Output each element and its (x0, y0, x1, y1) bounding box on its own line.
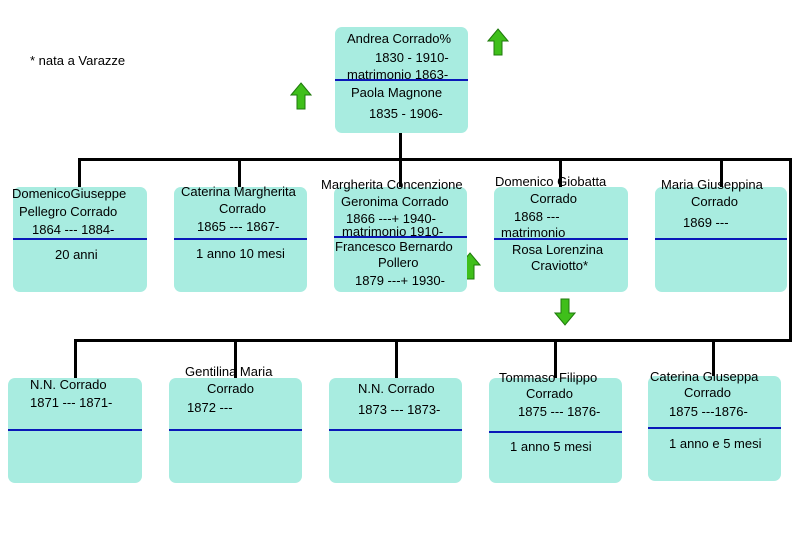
connector-drop-9 (554, 339, 557, 379)
person-dates: 1872 --- (187, 400, 233, 415)
person-box-9[interactable] (489, 378, 622, 483)
person-note: 1 anno 10 mesi (196, 246, 285, 261)
person-name-line1: Domenico Giobatta (495, 174, 607, 189)
person-name-line2: Corrado (207, 381, 254, 396)
root-name: Andrea Corrado% (347, 31, 452, 46)
up-arrow-icon[interactable] (487, 28, 509, 56)
spouse-name-line2: Craviotto* (531, 258, 589, 273)
person-name-line1: Margherita Concenzione (321, 177, 463, 192)
person-name-line1: Tommaso Filippo (499, 370, 598, 385)
person-dates: 1875 --- 1876- (518, 404, 601, 419)
connector-drop-5 (720, 158, 723, 188)
person-separator (494, 238, 628, 240)
person-separator (648, 427, 781, 429)
connector-drop-6 (74, 339, 77, 379)
spouse-dates: 1879 ---+ 1930- (355, 273, 445, 288)
person-separator (655, 238, 787, 240)
person-name-line2: Corrado (530, 191, 577, 206)
person-name-line2: Corrado (219, 201, 266, 216)
connector-root-down (399, 133, 402, 160)
person-name-line1: Caterina Margherita (181, 184, 296, 199)
person-name-line2: Geronima Corrado (341, 194, 449, 209)
connector-drop-1 (78, 158, 81, 188)
root-spouse-dates: 1835 - 1906- (369, 106, 443, 121)
root-person-box[interactable]: Andrea Corrado% 1830 - 1910- matrimonio … (335, 27, 468, 133)
person-name-line1: Caterina Giuseppa (650, 369, 759, 384)
person-note: 1 anno e 5 mesi (669, 436, 762, 451)
root-dates: 1830 - 1910- (375, 50, 449, 65)
person-dates: 1864 --- 1884- (32, 222, 115, 237)
spouse-name-line1: Rosa Lorenzina (512, 242, 604, 257)
person-dates: 1871 --- 1871- (30, 395, 113, 410)
birthplace-note: * nata a Varazze (30, 53, 126, 68)
connector-drop-7 (234, 339, 237, 379)
person-name: N.N. Corrado (358, 381, 435, 396)
person-dates: 1875 ---1876- (669, 404, 748, 419)
connector-drop-10 (712, 339, 715, 379)
up-arrow-icon[interactable] (290, 82, 312, 110)
person-dates: 1868 --- (514, 209, 560, 224)
spouse-name-line2: Pollero (378, 255, 419, 270)
person-name-line1: Maria Giuseppina (661, 177, 763, 192)
root-separator (335, 79, 468, 81)
person-name: N.N. Corrado (30, 377, 107, 392)
down-arrow-icon[interactable] (554, 298, 576, 326)
connector-drop-2 (238, 158, 241, 188)
person-name-line2: Corrado (691, 194, 738, 209)
person-box-3[interactable] (334, 187, 467, 292)
person-separator (329, 429, 462, 431)
person-dates: 1873 --- 1873- (358, 402, 441, 417)
root-marriage: matrimonio 1863- (347, 67, 449, 82)
connector-row2-bar (74, 339, 792, 342)
connector-drop-4 (559, 158, 562, 188)
person-name-line2: Corrado (526, 386, 573, 401)
person-separator (489, 431, 622, 433)
person-separator (8, 429, 142, 431)
connector-right-top (720, 158, 792, 161)
person-separator (13, 238, 147, 240)
person-name-line2: Pellegro Corrado (19, 204, 118, 219)
person-separator (334, 236, 467, 238)
person-note: 1 anno 5 mesi (510, 439, 592, 454)
person-dates: 1869 --- (683, 215, 729, 230)
spouse-name-line1: Francesco Bernardo (335, 239, 453, 254)
person-name-line1: Gentilina Maria (185, 364, 273, 379)
person-name-line2: Corrado (684, 385, 731, 400)
connector-drop-8 (395, 339, 398, 379)
person-marriage: matrimonio (501, 225, 566, 240)
person-separator (169, 429, 302, 431)
person-separator (174, 238, 307, 240)
root-spouse-name: Paola Magnone (351, 85, 443, 100)
person-name-line1: DomenicoGiuseppe (12, 186, 127, 201)
connector-drop-3 (399, 158, 402, 188)
connector-right-vertical (789, 158, 792, 341)
person-dates: 1866 ---+ 1940- (346, 211, 436, 226)
person-marriage: matrimonio 1910- (342, 224, 444, 239)
person-note: 20 anni (55, 247, 98, 262)
person-dates: 1865 --- 1867- (197, 219, 280, 234)
